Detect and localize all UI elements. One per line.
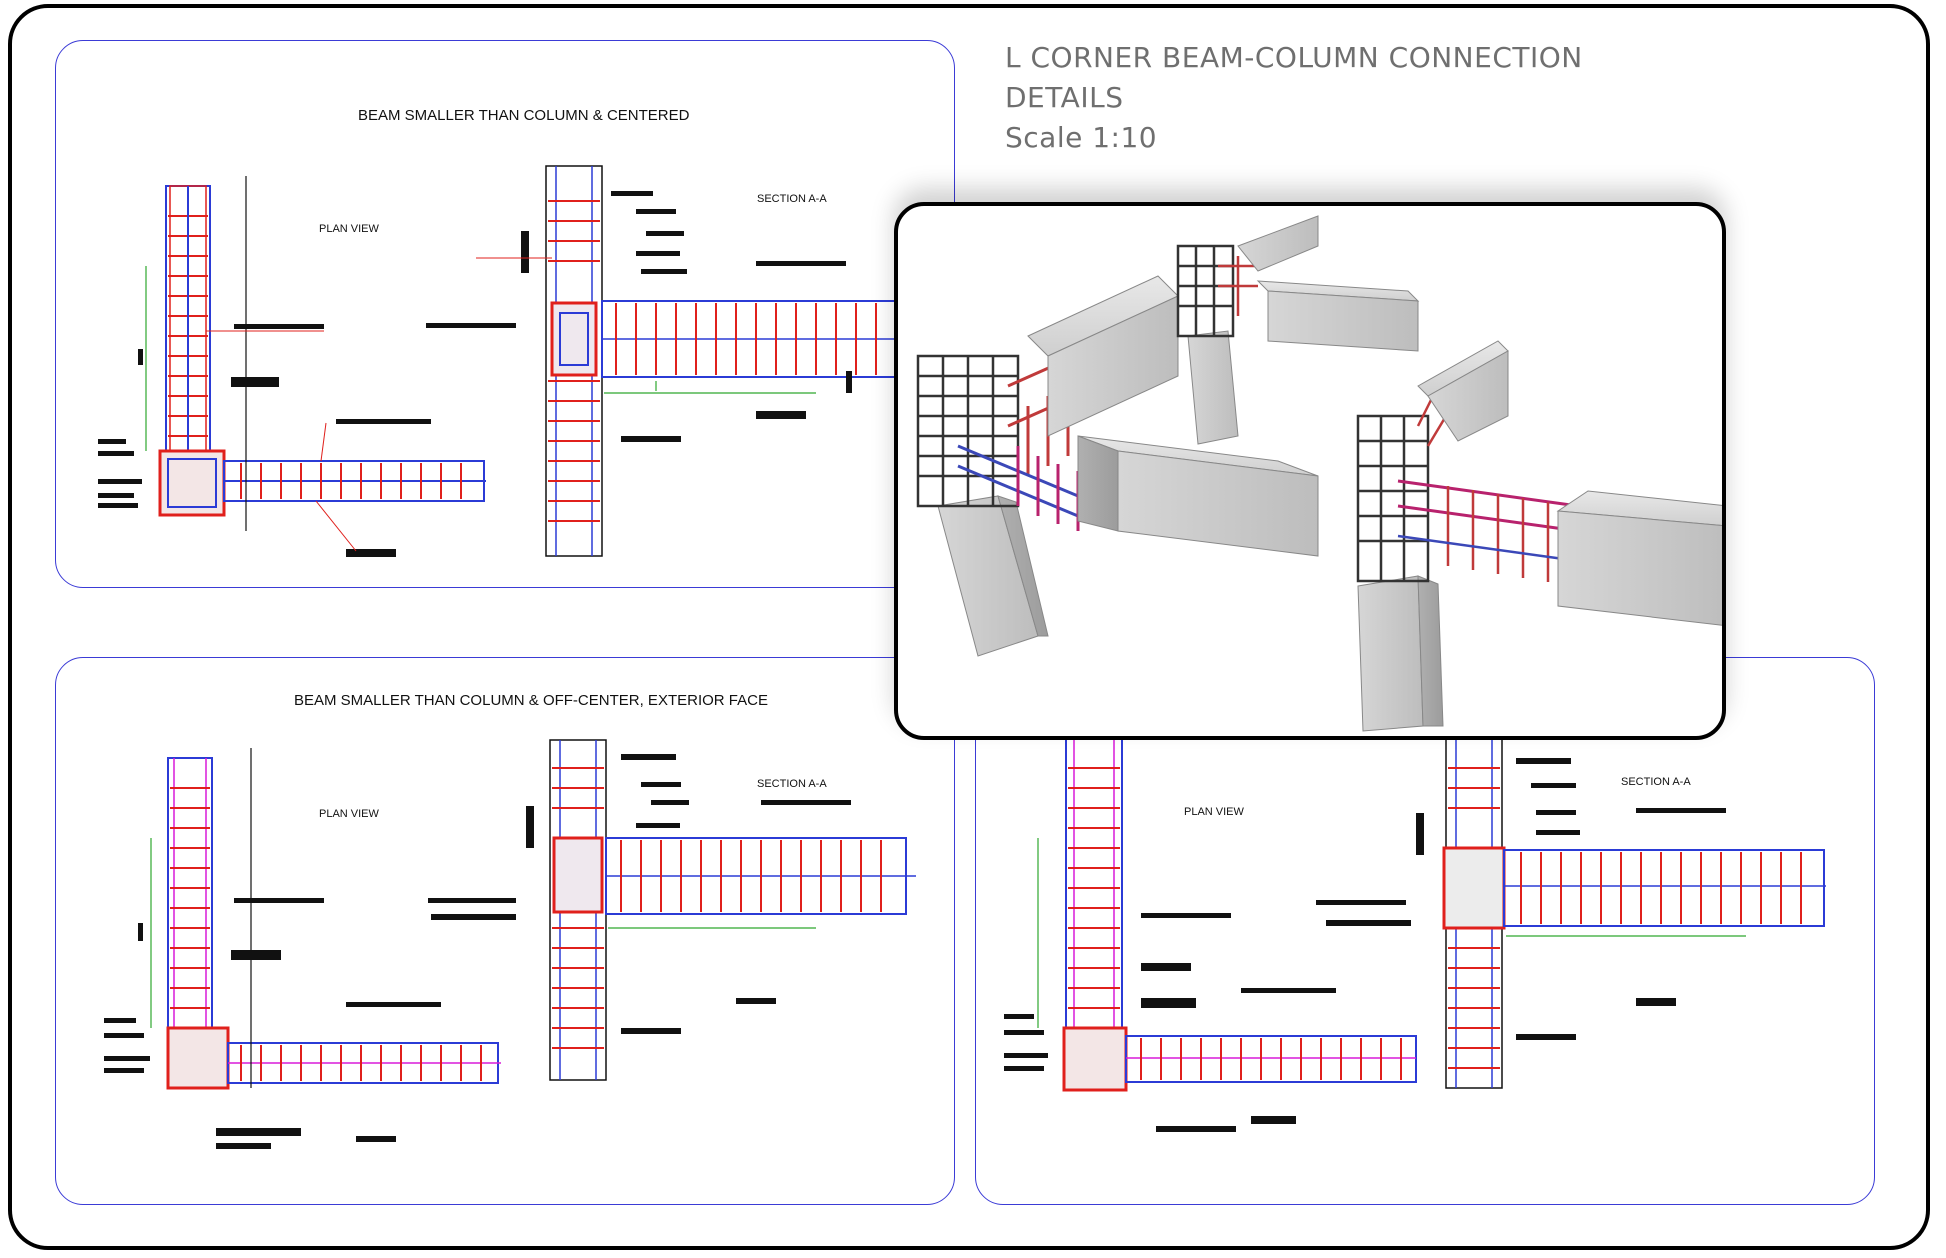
panel-bottom-right: PLAN VIEW SECTION A-A (975, 657, 1875, 1205)
plan-view-label: PLAN VIEW (319, 808, 379, 820)
3d-render-inset (894, 202, 1726, 740)
back-connection-assembly (1176, 215, 1420, 445)
3d-render-illustration (916, 215, 1722, 732)
plan-view-drawing (98, 176, 486, 557)
section-view-drawing (428, 739, 916, 1081)
plan-view-drawing (104, 748, 501, 1149)
panel-heading: BEAM SMALLER THAN COLUMN & OFF-CENTER, E… (294, 692, 768, 709)
panel-top-left: BEAM SMALLER THAN COLUMN & CENTERED PLAN… (55, 40, 955, 588)
panel-heading: BEAM SMALLER THAN COLUMN & CENTERED (358, 107, 690, 124)
panel-bottom-left: BEAM SMALLER THAN COLUMN & OFF-CENTER, E… (55, 657, 955, 1205)
drawing-top-left (98, 165, 916, 557)
left-connection-assembly (916, 275, 1319, 657)
drawing-bottom-right (1004, 737, 1826, 1132)
title-line-2: DETAILS (1005, 81, 1124, 114)
section-label: SECTION A-A (1621, 776, 1691, 788)
title-line-1: L CORNER BEAM-COLUMN CONNECTION (1005, 41, 1583, 74)
plan-view-label: PLAN VIEW (1184, 806, 1244, 818)
right-connection-assembly (1356, 340, 1722, 732)
section-label: SECTION A-A (757, 193, 827, 205)
section-label: SECTION A-A (757, 778, 827, 790)
plan-view-label: PLAN VIEW (319, 223, 379, 235)
drawing-bottom-left (104, 739, 916, 1149)
sheet-title: L CORNER BEAM-COLUMN CONNECTION DETAILS … (1005, 38, 1583, 158)
section-view-drawing (426, 165, 916, 557)
title-line-3: Scale 1:10 (1005, 121, 1158, 154)
plan-view-drawing (1004, 737, 1417, 1132)
section-view-drawing (1316, 737, 1826, 1089)
